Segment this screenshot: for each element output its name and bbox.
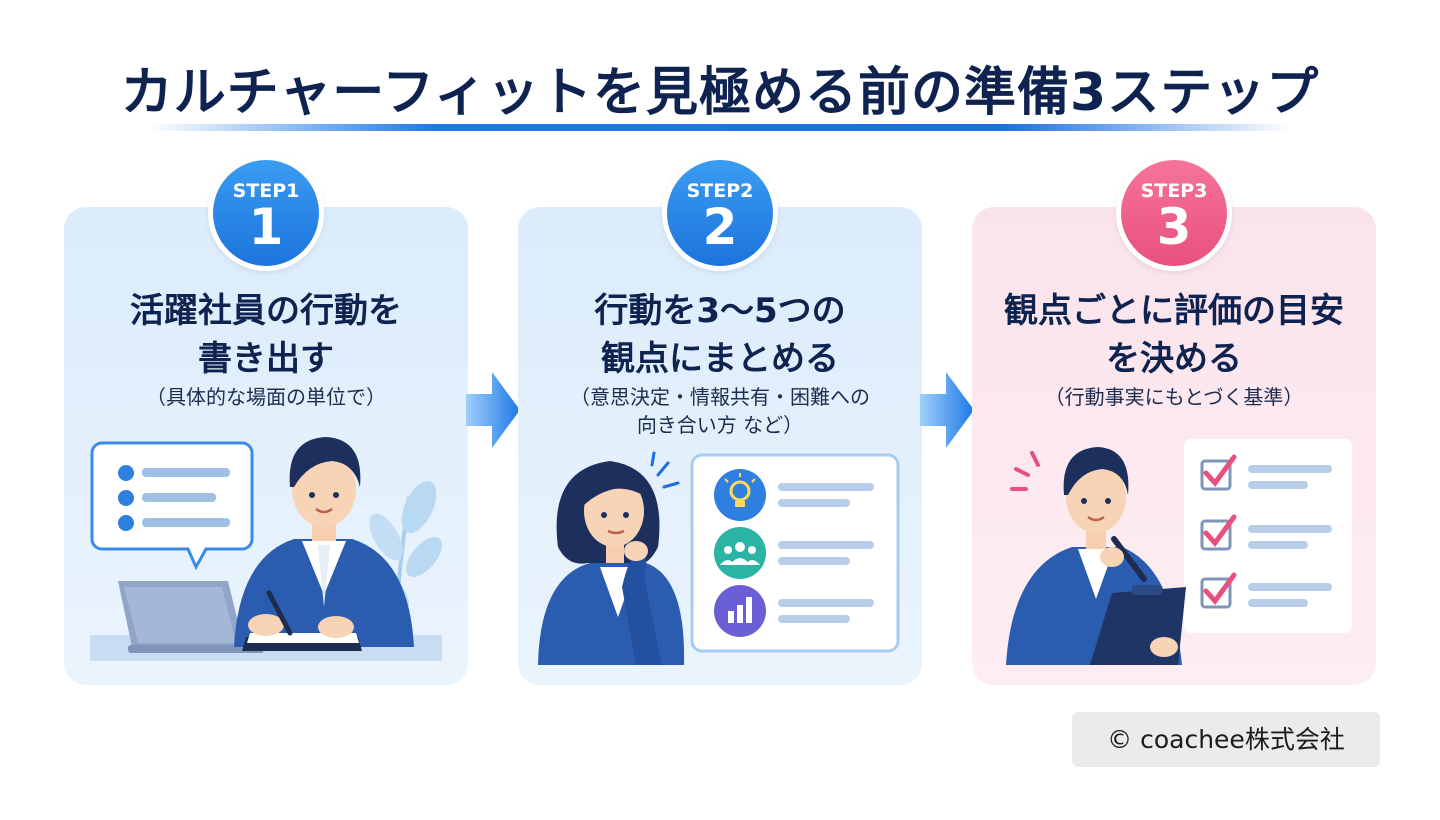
step-card-2: 行動を3〜5つの 観点にまとめる （意思決定・情報共有・困難への 向き合い方 な… [518, 207, 922, 685]
copyright-label: © coachee株式会社 [1072, 712, 1380, 767]
laptop-icon [118, 581, 264, 653]
step3-illustration [1006, 439, 1352, 665]
step-card-1: 活躍社員の行動を 書き出す （具体的な場面の単位で） [64, 207, 468, 685]
step-subtext-line: （具体的な場面の単位で） [146, 385, 386, 409]
bar-chart-icon [714, 585, 766, 637]
step-badge-label: STEP3 [1140, 180, 1208, 202]
step-heading-line: を決める [1106, 339, 1242, 379]
step-badge-label: STEP2 [686, 180, 754, 202]
step-badge-1: STEP1 1 [208, 155, 324, 271]
step2-illustration [538, 451, 900, 665]
step-heading-line: 行動を3〜5つの [594, 291, 846, 331]
step-badge-number: 1 [248, 198, 284, 256]
step-subtext-2: （意思決定・情報共有・困難への 向き合い方 など） [518, 383, 922, 439]
page-title: カルチャーフィットを見極める前の準備3ステップ [120, 63, 1320, 123]
step-subtext-1: （具体的な場面の単位で） [64, 383, 468, 411]
step1-illustration [90, 437, 442, 661]
pen-icon [1111, 536, 1147, 582]
step-badge-number: 3 [1156, 198, 1192, 256]
arrow-right-icon [920, 372, 974, 448]
arrow-right-icon [466, 372, 520, 448]
step-subtext-3: （行動事実にもとづく基準） [972, 383, 1376, 411]
step-subtext-line: （意思決定・情報共有・困難への [570, 385, 870, 409]
step-badge-2: STEP2 2 [662, 155, 778, 271]
step-heading-2: 行動を3〜5つの 観点にまとめる [518, 287, 922, 383]
step-badge-number: 2 [702, 198, 738, 256]
team-icon [714, 527, 766, 579]
lightbulb-icon [714, 469, 766, 521]
step-heading-line: 活躍社員の行動を [130, 291, 402, 331]
step-heading-line: 書き出す [198, 339, 334, 379]
woman-figure [538, 461, 685, 665]
step-heading-1: 活躍社員の行動を 書き出す [64, 287, 468, 383]
step-badge-label: STEP1 [232, 180, 300, 202]
title-underline [150, 124, 1290, 131]
step-heading-3: 観点ごとに評価の目安 を決める [972, 287, 1376, 383]
step-badge-3: STEP3 3 [1116, 155, 1232, 271]
speech-bubble-list-icon [90, 441, 254, 571]
step-subtext-line: 向き合い方 など） [636, 413, 804, 437]
step-subtext-line: （行動事実にもとづく基準） [1044, 385, 1304, 409]
step-heading-line: 観点にまとめる [601, 339, 839, 379]
step-card-3: 観点ごとに評価の目安 を決める （行動事実にもとづく基準） [972, 207, 1376, 685]
checklist-icon [1184, 439, 1352, 633]
step-heading-line: 観点ごとに評価の目安 [1004, 291, 1344, 331]
